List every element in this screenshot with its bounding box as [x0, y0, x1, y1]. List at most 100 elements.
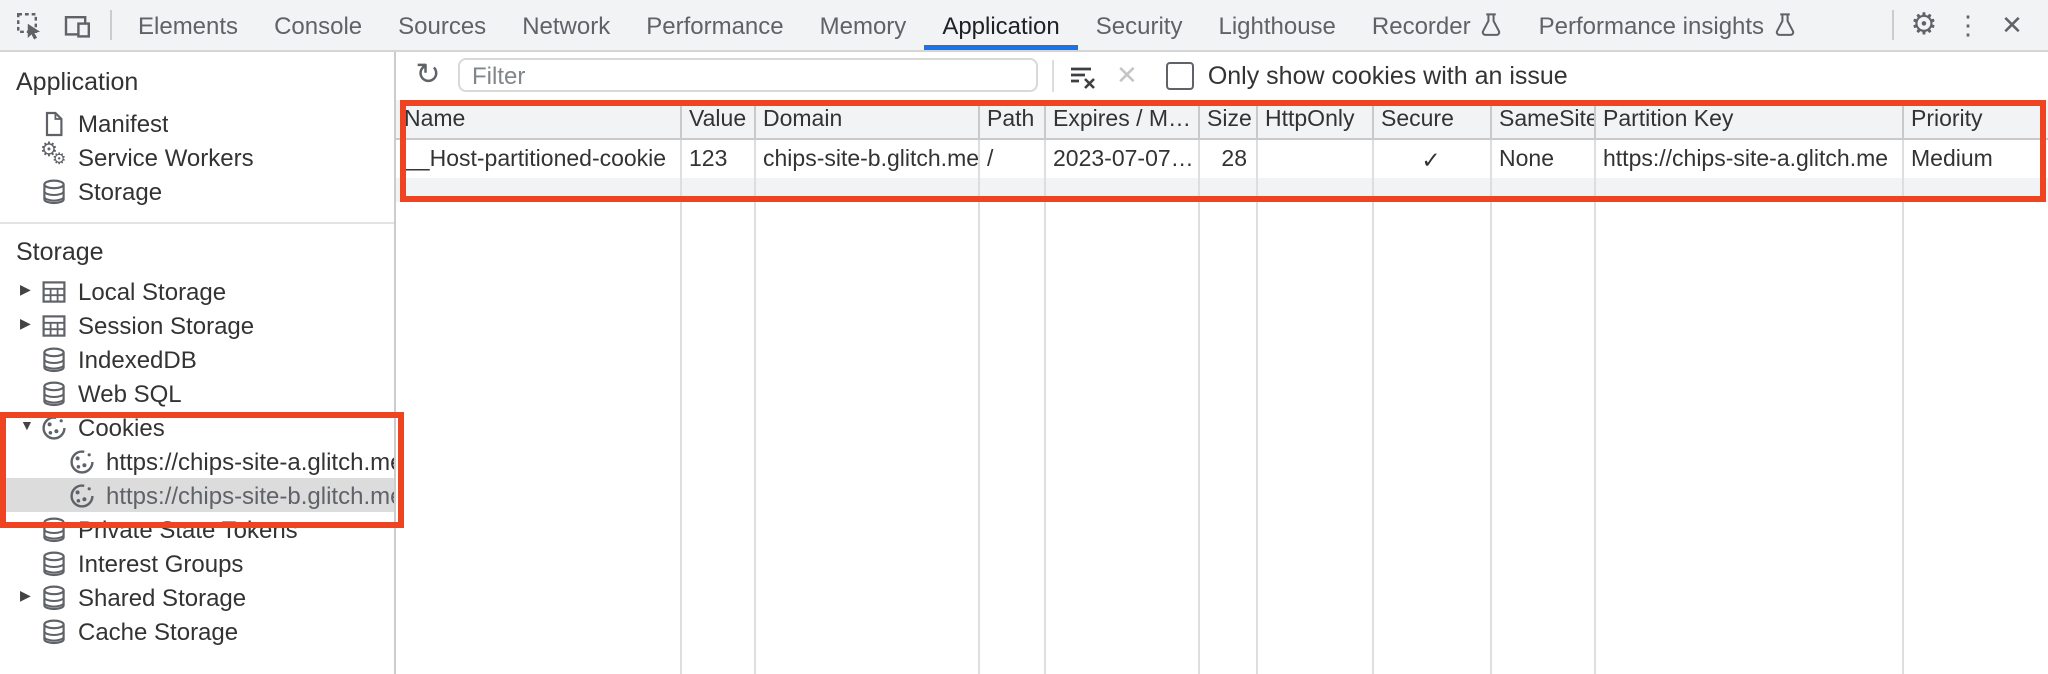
cell-value[interactable]: 123	[680, 139, 755, 178]
tab-lighthouse[interactable]: Lighthouse	[1200, 0, 1353, 50]
sidebar-item-label: Cache Storage	[78, 617, 239, 645]
refresh-button[interactable]: ↻	[415, 57, 441, 91]
cell-expires[interactable]: 2023-07-07…	[1044, 139, 1199, 178]
tabbar-right-controls: ⚙ ⋮ ✕	[1884, 1, 2048, 49]
only-issue-checkbox[interactable]	[1165, 61, 1194, 89]
column-header-priority[interactable]: Priority	[1902, 100, 2048, 140]
tab-label: Lighthouse	[1218, 11, 1336, 39]
cell-path[interactable]: /	[978, 139, 1045, 178]
database-icon	[40, 177, 68, 205]
toolbar-divider	[110, 10, 112, 40]
sidebar-item-indexeddb[interactable]: IndexedDB	[0, 342, 394, 376]
sidebar-item-interest-groups[interactable]: Interest Groups	[0, 546, 394, 580]
cell-name[interactable]: __Host-partitioned-cookie	[396, 139, 681, 178]
table-grid-icon	[40, 311, 68, 339]
tab-console[interactable]: Console	[256, 0, 380, 50]
cell-size[interactable]: 28	[1198, 139, 1257, 178]
sidebar-item-private-state-tokens[interactable]: Private State Tokens	[0, 512, 394, 546]
sidebar-item-cookies[interactable]: ▼ Cookies	[0, 410, 394, 444]
column-header-value[interactable]: Value	[680, 100, 755, 140]
sidebar-item-service-workers[interactable]: ⚙⚙ Service Workers	[0, 139, 394, 174]
column-header-path[interactable]: Path	[978, 100, 1045, 140]
tab-performance[interactable]: Performance	[628, 0, 801, 50]
chevron-right-icon[interactable]: ▶	[20, 590, 31, 604]
only-issue-checkbox-label[interactable]: Only show cookies with an issue	[1207, 61, 1568, 89]
sidebar-item-shared-storage[interactable]: ▶ Shared Storage	[0, 580, 394, 614]
tab-label: Performance	[646, 11, 784, 39]
tab-recorder[interactable]: Recorder	[1354, 0, 1521, 50]
empty-stripe-row	[396, 178, 2048, 202]
cell-domain[interactable]: chips-site-b.glitch.me	[754, 139, 979, 178]
tab-elements[interactable]: Elements	[120, 0, 256, 50]
tab-application[interactable]: Application	[924, 0, 1077, 50]
sidebar-item-session-storage[interactable]: ▶ Session Storage	[0, 308, 394, 342]
chevron-right-icon[interactable]: ▶	[20, 318, 31, 332]
sidebar-item-label: Private State Tokens	[78, 515, 298, 543]
gear-icon: ⚙	[1910, 8, 1938, 42]
cookie-table-header-row: Name Value Domain Path Expires / M… Size…	[396, 100, 2048, 140]
column-header-partition-key[interactable]: Partition Key	[1594, 100, 1903, 140]
tab-performance-insights[interactable]: Performance insights	[1521, 0, 1814, 50]
column-header-name[interactable]: Name	[396, 100, 681, 140]
settings-button[interactable]: ⚙	[1902, 1, 1946, 49]
cell-httponly[interactable]	[1256, 139, 1373, 178]
chevron-down-icon[interactable]: ▼	[20, 420, 34, 434]
cookie-icon	[40, 413, 68, 441]
device-toolbar-icon	[64, 11, 92, 39]
column-header-samesite[interactable]: SameSite	[1490, 100, 1595, 140]
chevron-right-icon[interactable]: ▶	[20, 284, 31, 298]
sidebar-item-label: https://chips-site-b.glitch.me	[106, 481, 394, 509]
cell-partition-key[interactable]: https://chips-site-a.glitch.me	[1594, 139, 1903, 178]
cookie-icon	[68, 481, 96, 509]
clear-filter-button[interactable]	[1068, 61, 1098, 89]
sidebar-item-local-storage[interactable]: ▶ Local Storage	[0, 274, 394, 308]
tab-security[interactable]: Security	[1078, 0, 1201, 50]
sidebar-item-cache-storage[interactable]: Cache Storage	[0, 614, 394, 648]
cookies-panel: ↻ ✕ Only show cookies with an issue Name	[396, 50, 2048, 674]
cell-priority[interactable]: Medium	[1911, 147, 1993, 171]
more-options-button[interactable]: ⋮	[1946, 1, 1990, 49]
sidebar-item-storage[interactable]: Storage	[0, 174, 394, 208]
sidebar-item-label: https://chips-site-a.glitch.me	[106, 447, 394, 475]
inspect-element-button[interactable]	[6, 1, 54, 49]
database-icon	[40, 345, 68, 373]
cell-samesite[interactable]: None	[1490, 139, 1595, 178]
cookies-toolbar: ↻ ✕ Only show cookies with an issue	[396, 50, 2048, 102]
column-header-expires[interactable]: Expires / M…	[1044, 100, 1199, 140]
delete-selected-button[interactable]: ✕	[1116, 59, 1138, 89]
column-header-httponly[interactable]: HttpOnly	[1256, 100, 1373, 140]
device-toolbar-button[interactable]	[54, 1, 102, 49]
cell-secure[interactable]: ✓	[1372, 139, 1491, 178]
flask-icon	[1774, 12, 1796, 38]
sidebar-section-divider	[0, 222, 394, 224]
filter-input[interactable]	[458, 58, 1038, 92]
close-devtools-button[interactable]: ✕	[1990, 1, 2034, 49]
sidebar-item-chips-site-b[interactable]: https://chips-site-b.glitch.me	[0, 478, 394, 512]
sidebar-item-label: Interest Groups	[78, 549, 244, 577]
inspect-icon	[16, 11, 44, 39]
cookie-row[interactable]: __Host-partitioned-cookie 123 chips-site…	[396, 139, 2048, 178]
database-icon	[40, 549, 68, 577]
sidebar-item-manifest[interactable]: Manifest	[0, 106, 394, 140]
tab-label: Elements	[138, 11, 239, 39]
column-header-domain[interactable]: Domain	[754, 100, 979, 140]
sidebar-item-web-sql[interactable]: Web SQL	[0, 376, 394, 410]
tab-label: Security	[1095, 11, 1183, 39]
tab-network[interactable]: Network	[504, 0, 628, 50]
tab-label: Memory	[819, 11, 907, 39]
sidebar-item-chips-site-a[interactable]: https://chips-site-a.glitch.me	[0, 444, 394, 478]
sidebar-item-label: Shared Storage	[78, 583, 247, 611]
application-sidebar: Application Manifest ⚙⚙ Service Workers …	[0, 50, 396, 674]
service-workers-gears-icon: ⚙⚙	[40, 139, 67, 167]
column-header-secure[interactable]: Secure	[1372, 100, 1491, 140]
sidebar-item-label: Web SQL	[78, 379, 182, 407]
tab-memory[interactable]: Memory	[802, 0, 925, 50]
close-icon: ✕	[2001, 10, 2023, 40]
tab-sources[interactable]: Sources	[380, 0, 504, 50]
column-header-size[interactable]: Size	[1198, 100, 1257, 140]
database-icon	[40, 617, 68, 645]
sidebar-item-label: Storage	[78, 177, 163, 205]
sidebar-item-label: Service Workers	[78, 143, 254, 171]
sidebar-item-label: Local Storage	[78, 277, 227, 305]
